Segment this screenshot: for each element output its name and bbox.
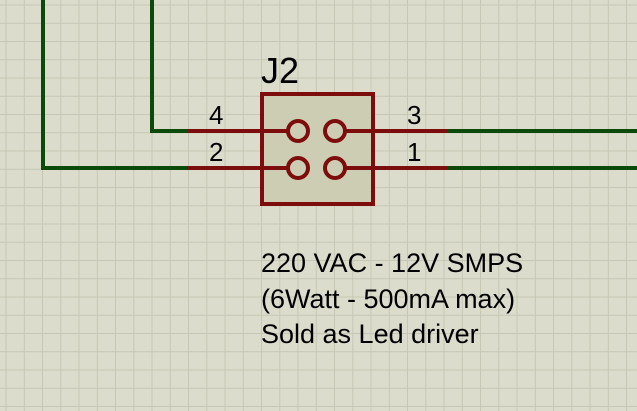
connector-body <box>260 92 375 206</box>
wire-pin2[interactable] <box>41 0 190 170</box>
note-line-3: Sold as Led driver <box>261 319 479 349</box>
pin-hole-2 <box>286 156 310 180</box>
component-reference: J2 <box>261 50 299 91</box>
note-line-1: 220 VAC - 12V SMPS <box>261 248 523 278</box>
wire-pin4[interactable] <box>150 0 190 133</box>
pin-label-2: 2 <box>209 137 223 167</box>
pin-hole-4 <box>286 119 310 143</box>
pin-label-1: 1 <box>407 137 421 167</box>
pin-label-4: 4 <box>209 100 223 130</box>
pin-label-3: 3 <box>407 100 421 130</box>
wires <box>41 0 637 170</box>
pin-hole-1 <box>323 156 347 180</box>
pin-hole-3 <box>323 119 347 143</box>
annotation: 220 VAC - 12V SMPS (6Watt - 500mA max) S… <box>261 248 523 349</box>
note-line-2: (6Watt - 500mA max) <box>261 284 515 314</box>
connector-j2[interactable]: J2 4 3 2 1 <box>188 50 447 206</box>
